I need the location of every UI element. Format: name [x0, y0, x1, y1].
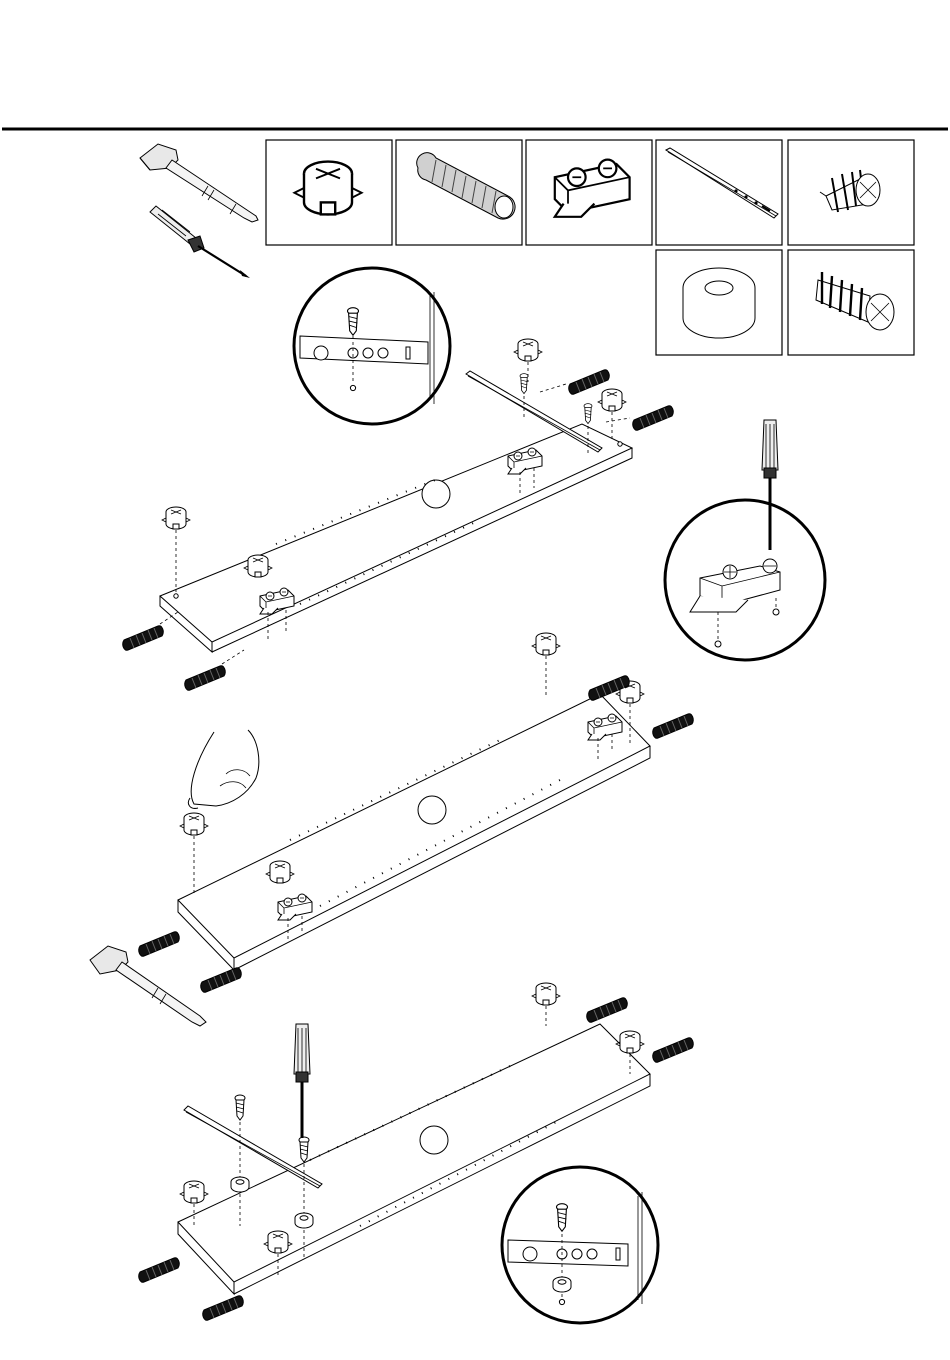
rail-spacer-detail-circle [502, 1167, 658, 1323]
part-spacer-ring [656, 250, 782, 355]
hinge-detail-circle [665, 420, 825, 660]
cam-lock-icon [294, 162, 361, 215]
part-hinge-bracket [526, 140, 652, 245]
hammer-icon-step [90, 946, 206, 1026]
hand-icon [188, 730, 258, 808]
spacer-ring-icon [683, 268, 755, 338]
part-cam-lock [266, 140, 392, 245]
part-drawer-rail [656, 140, 782, 245]
part-wooden-dowel [396, 140, 522, 245]
part-short-screw [788, 140, 914, 245]
panel-2 [90, 633, 693, 1026]
screwdriver-icon [150, 206, 250, 278]
rail-detail-circle [294, 268, 450, 424]
part-long-screw [788, 250, 914, 355]
